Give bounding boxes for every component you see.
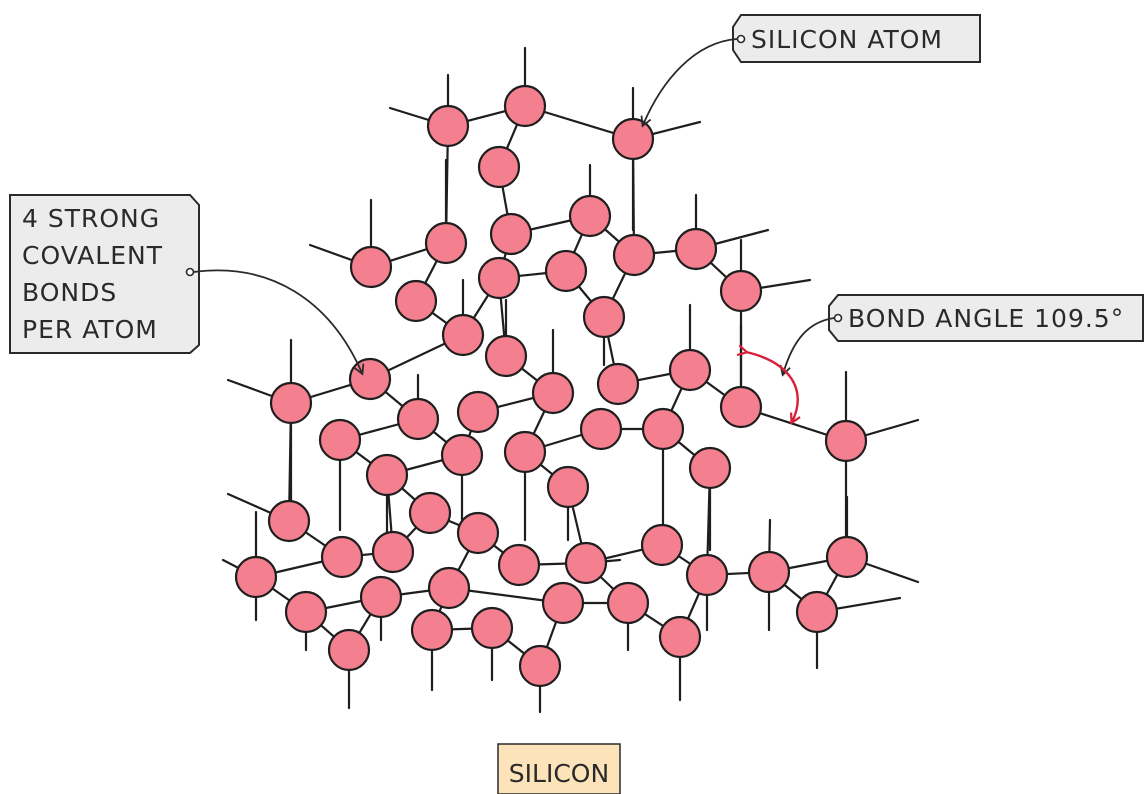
silicon-atom	[441, 313, 485, 357]
covalent-bonds-line-4: PER ATOM	[22, 315, 158, 344]
silicon-atom	[544, 249, 588, 293]
silicon-atom	[410, 608, 454, 652]
silicon-atom	[596, 362, 640, 406]
silicon-atom	[719, 269, 763, 313]
silicon-atom	[426, 104, 470, 148]
covalent-bonds-line-3: BONDS	[22, 278, 117, 307]
bond-angle-leader-arrow	[779, 317, 835, 377]
silicon-atom	[747, 550, 791, 594]
silicon-atom	[546, 465, 590, 509]
silicon-atom-label-box	[732, 14, 981, 63]
silicon-atom	[320, 535, 364, 579]
silicon-atom	[371, 530, 415, 574]
silicon-atom	[568, 194, 612, 238]
silicon-atom	[484, 334, 528, 378]
silicon-atom	[427, 566, 471, 610]
bond-angle-label-box	[828, 294, 1144, 342]
silicon-atom	[477, 256, 521, 300]
silicon-atom	[408, 491, 452, 535]
silicon-atom	[641, 407, 685, 451]
silicon-atom	[269, 381, 313, 425]
svg-text:4 STRONG COVALENT: 4 STRONG COVALENT BONDS PER ATOM	[22, 204, 172, 344]
bond-angle-callout: BOND ANGLE 109.5°	[746, 294, 1144, 422]
silicon-atom	[541, 581, 585, 625]
silicon-atom	[470, 606, 514, 650]
silicon-atom	[284, 590, 328, 634]
silicon-atom	[348, 357, 392, 401]
silicon-atom-label: SILICON ATOM	[751, 25, 943, 54]
silicon-atom	[611, 117, 655, 161]
silicon-atom	[688, 446, 732, 490]
silicon-atom	[640, 523, 684, 567]
silicon-atom	[318, 418, 362, 462]
silicon-atom	[365, 453, 409, 497]
silicon-atom	[234, 555, 278, 599]
silicon-atom	[477, 145, 521, 189]
caption-text: SILICON	[509, 759, 609, 788]
silicon-atom	[668, 348, 712, 392]
silicon-atom	[267, 499, 311, 543]
silicon-atom	[349, 245, 393, 289]
diagram-caption: SILICON	[497, 743, 621, 794]
silicon-atom	[394, 279, 438, 323]
bond-angle-arc-arrow	[746, 352, 798, 422]
silicon-atom	[674, 227, 718, 271]
silicon-atom	[531, 371, 575, 415]
covalent-bonds-callout: 4 STRONG COVALENT BONDS PER ATOM	[9, 194, 365, 376]
silicon-atom	[359, 575, 403, 619]
silicon-atom	[456, 390, 500, 434]
silicon-atom	[579, 407, 623, 451]
silicon-atom-leader-arrow	[640, 38, 738, 128]
silicon-atom	[606, 581, 650, 625]
silicon-atoms-layer	[234, 84, 869, 688]
covalent-bonds-line-1: 4 STRONG	[22, 204, 160, 233]
silicon-atom	[825, 535, 869, 579]
covalent-bonds-leader-arrow	[193, 269, 365, 376]
silicon-atom	[503, 84, 547, 128]
silicon-atom	[518, 644, 562, 688]
silicon-atom	[456, 511, 500, 555]
bond-angle-label: BOND ANGLE 109.5°	[848, 304, 1124, 333]
silicon-atom-callout: SILICON ATOM	[640, 14, 981, 128]
silicon-atom	[503, 430, 547, 474]
silicon-atom	[327, 628, 371, 672]
silicon-atom	[497, 543, 541, 587]
silicon-atom	[719, 385, 763, 429]
silicon-atom	[685, 553, 729, 597]
silicon-atom	[396, 397, 440, 441]
caption-box	[497, 743, 621, 794]
silicon-atom	[612, 233, 656, 277]
silicon-atom	[564, 541, 608, 585]
silicon-atom	[582, 295, 626, 339]
covalent-bonds-label-box	[9, 194, 200, 354]
silicon-atom	[795, 590, 839, 634]
silicon-atom	[658, 615, 702, 659]
silicon-atom	[824, 419, 868, 463]
silicon-atom	[424, 221, 468, 265]
silicon-atom	[440, 433, 484, 477]
covalent-bonds-line-2: COVALENT	[22, 241, 163, 270]
silicon-atom	[489, 212, 533, 256]
